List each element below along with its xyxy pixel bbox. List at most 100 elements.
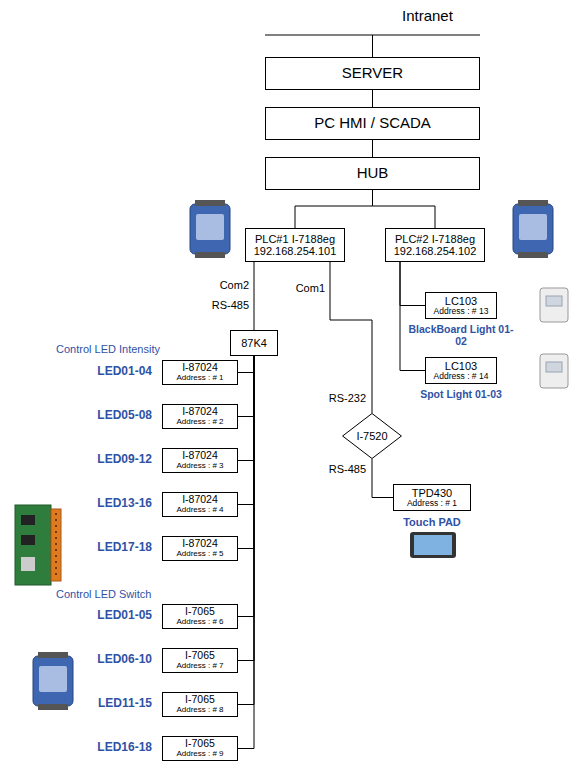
- diamond-shape: [343, 413, 402, 458]
- node-detail: Address : # 14: [434, 372, 489, 382]
- node-title: PLC#1 I-7188eg: [255, 233, 335, 245]
- bus-connector: [238, 356, 254, 749]
- node-title: I-87024: [182, 362, 218, 374]
- node-title: I-7520: [356, 430, 387, 442]
- bus-connector: [295, 190, 373, 228]
- bus-connector: [238, 356, 254, 661]
- touch-pad-icon: [410, 532, 456, 558]
- bus-connector: [254, 262, 255, 330]
- light-controller-icon: [540, 288, 568, 322]
- light-controller-box: LC103Address : # 13: [425, 292, 497, 319]
- channel-label: LED11-15: [98, 697, 152, 710]
- terminal-strip: [518, 200, 548, 206]
- node-title: LC103: [445, 360, 477, 372]
- node-title: I-7065: [185, 606, 215, 618]
- bus-label: RS-485: [329, 463, 366, 475]
- hub-box: HUB: [265, 157, 480, 190]
- bus-label: RS-485: [212, 299, 249, 311]
- device-panel: [546, 296, 562, 306]
- light-controller-icon: [540, 354, 568, 388]
- module-body: [513, 204, 553, 254]
- node-detail: Address : # 9: [176, 750, 223, 759]
- io-module-box: I-7065Address : # 6: [162, 604, 238, 629]
- board-chip: [21, 535, 35, 545]
- bus-connector: [400, 262, 425, 371]
- terminal-strip: [38, 704, 68, 710]
- node-detail: Address : # 8: [176, 706, 223, 715]
- module-body: [190, 204, 230, 254]
- device-caption: Spot Light 01-03: [420, 389, 502, 401]
- node-title: I-87024: [182, 538, 218, 550]
- io-module-box: I-87024Address : # 3: [162, 448, 238, 473]
- channel-label: LED13-16: [97, 497, 152, 510]
- node-detail: 192.168.254.101: [254, 245, 337, 257]
- server-box: SERVER: [265, 57, 480, 90]
- node-title: I-7065: [185, 738, 215, 750]
- terminal-strip: [195, 200, 225, 206]
- network-label: Intranet: [402, 8, 453, 25]
- module-face: [39, 666, 67, 692]
- pad-screen: [414, 535, 452, 555]
- bus-connector: [373, 190, 436, 228]
- bus-connector: [238, 356, 254, 705]
- board-chip: [21, 557, 35, 571]
- module-body: [33, 656, 73, 706]
- io-module-box: I-7065Address : # 7: [162, 648, 238, 673]
- board-chip: [21, 515, 35, 525]
- node-detail: Address : # 2: [176, 418, 223, 427]
- bus-connector: [238, 356, 254, 617]
- node-detail: Address : # 7: [176, 662, 223, 671]
- board-body: [15, 505, 51, 585]
- module-face: [519, 214, 547, 240]
- node-title: I-87024: [182, 450, 218, 462]
- io-module-box: I-87024Address : # 5: [162, 536, 238, 561]
- terminal-strip: [195, 252, 225, 258]
- group-heading: Control LED Switch: [56, 588, 151, 600]
- io-module-icon: [33, 652, 73, 710]
- node-title: PC HMI / SCADA: [314, 115, 431, 132]
- device-caption: Touch PAD: [403, 516, 461, 528]
- io-board-icon: [15, 505, 61, 585]
- io-module-box: I-87024Address : # 1: [162, 360, 238, 385]
- bus-connector: [400, 262, 425, 306]
- plc-box: PLC#1 I-7188eg192.168.254.101: [245, 228, 345, 262]
- node-title: I-87024: [182, 494, 218, 506]
- channel-label: LED09-12: [97, 453, 152, 466]
- light-controller-box: LC103Address : # 14: [425, 357, 497, 384]
- bus-connector: [372, 140, 373, 157]
- module-face: [196, 214, 224, 240]
- node-detail: Address : # 5: [176, 550, 223, 559]
- device-body: [540, 288, 568, 322]
- converter-diamond: I-7520: [342, 413, 402, 459]
- node-detail: Address : # 1: [176, 374, 223, 383]
- terminal-strip: [518, 252, 548, 258]
- io-module-box: I-7065Address : # 8: [162, 692, 238, 717]
- bus-connector: [238, 356, 254, 373]
- bus-connector: [238, 356, 254, 461]
- io-module-box: I-87024Address : # 4: [162, 492, 238, 517]
- plc-module-icon: [190, 200, 230, 258]
- terminal-block: [51, 509, 61, 581]
- device-panel: [546, 362, 562, 372]
- device-caption: BlackBoard Light 01-02: [406, 324, 516, 348]
- io-module-box: I-7065Address : # 9: [162, 736, 238, 761]
- node-detail: Address : # 4: [176, 506, 223, 515]
- device-body: [540, 354, 568, 388]
- node-title: SERVER: [342, 65, 403, 82]
- plc-module-icon: [513, 200, 553, 258]
- channel-label: LED01-05: [97, 609, 152, 622]
- bus-connector: [238, 356, 254, 549]
- bus-connector: [372, 459, 393, 498]
- converter-box: 87K4: [230, 330, 278, 356]
- node-detail: Address : # 6: [176, 618, 223, 627]
- terminal-marks: [55, 513, 57, 577]
- channel-label: LED06-10: [97, 653, 152, 666]
- intranet-drop: [372, 35, 373, 57]
- group-heading: Control LED Intensity: [56, 343, 160, 355]
- node-detail: Address : # 13: [434, 307, 489, 317]
- io-module-box: I-87024Address : # 2: [162, 404, 238, 429]
- node-title: 87K4: [241, 337, 267, 349]
- bus-connector: [238, 356, 254, 505]
- node-detail: Address : # 1: [407, 499, 457, 509]
